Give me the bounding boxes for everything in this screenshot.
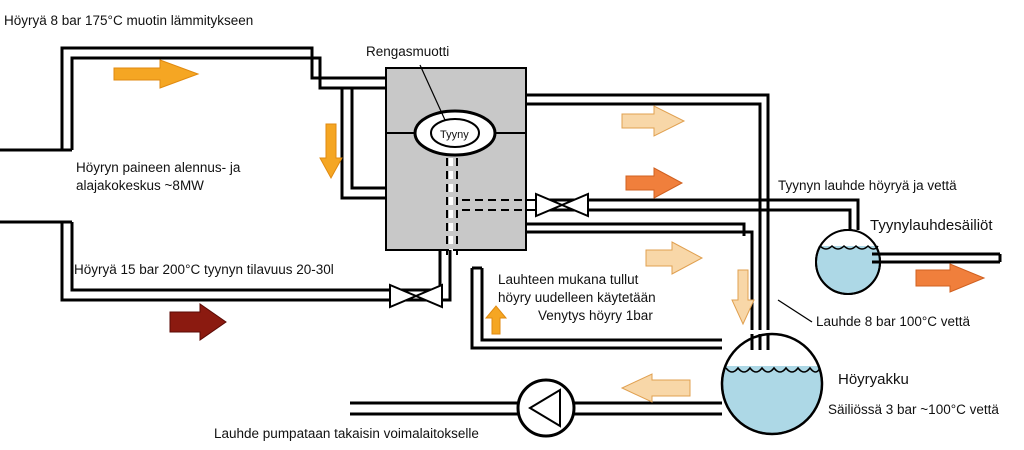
valve-icon[interactable]: [389, 283, 443, 309]
label-expansion-steam: Venytys höyry 1bar: [538, 308, 653, 323]
flow-arrow-icon: [621, 105, 686, 137]
distribution-center: [0, 46, 390, 302]
flow-arrow-icon: [915, 263, 986, 293]
valve-icon[interactable]: [535, 192, 589, 218]
label-condensate-tanks: Tyynylauhdesäiliöt: [870, 217, 993, 234]
flow-arrow-icon: [169, 303, 227, 341]
flow-arrow-icon: [620, 373, 691, 403]
flow-arrow-icon: [645, 241, 704, 275]
mold-inlet-pipe: [340, 88, 386, 200]
label-steam-mold-heating: Höyryä 8 bar 175°C muotin lämmitykseen: [4, 13, 253, 28]
label-pump-back: Lauhde pumpataan takaisin voimalaitoksel…: [214, 426, 479, 441]
label-reuse-1: Lauhteen mukana tullut: [498, 272, 639, 287]
label-tank-3bar: Säiliössä 3 bar ~100°C vettä: [828, 402, 999, 417]
label-condensate-8bar: Lauhde 8 bar 100°C vettä: [816, 314, 971, 329]
internal-dashed-lines: [446, 158, 536, 255]
flow-arrow-icon: [319, 123, 343, 180]
bladder-condensate-tank: [815, 229, 1002, 295]
steam-accumulator: [720, 330, 824, 436]
flow-arrow-icon: [625, 167, 684, 199]
label-ring-mold: Rengasmuotti: [366, 44, 449, 59]
label-pressure-reduction-2: alajakokeskus ~8MW: [76, 178, 204, 193]
flow-arrow-icon: [113, 59, 200, 89]
label-bladder-condensate: Tyynyn lauhde höyryä ja vettä: [778, 178, 957, 193]
label-bladder: Tyyny: [440, 129, 469, 141]
label-steam-bladder-volume: Höyryä 15 bar 200°C tyynyn tilavuus 20-3…: [74, 262, 334, 277]
ring-mold: [385, 64, 527, 251]
reuse-loop: [470, 266, 732, 350]
label-steam-accumulator: Höyryakku: [838, 371, 909, 388]
flow-arrow-icon: [731, 269, 755, 326]
label-leader: [777, 299, 813, 323]
pump-icon[interactable]: [516, 378, 576, 438]
flow-arrow-icon: [484, 305, 508, 335]
label-pressure-reduction-1: Höyryn paineen alennus- ja: [76, 160, 241, 175]
label-reuse-2: höyry uudelleen käytetään: [498, 290, 656, 305]
